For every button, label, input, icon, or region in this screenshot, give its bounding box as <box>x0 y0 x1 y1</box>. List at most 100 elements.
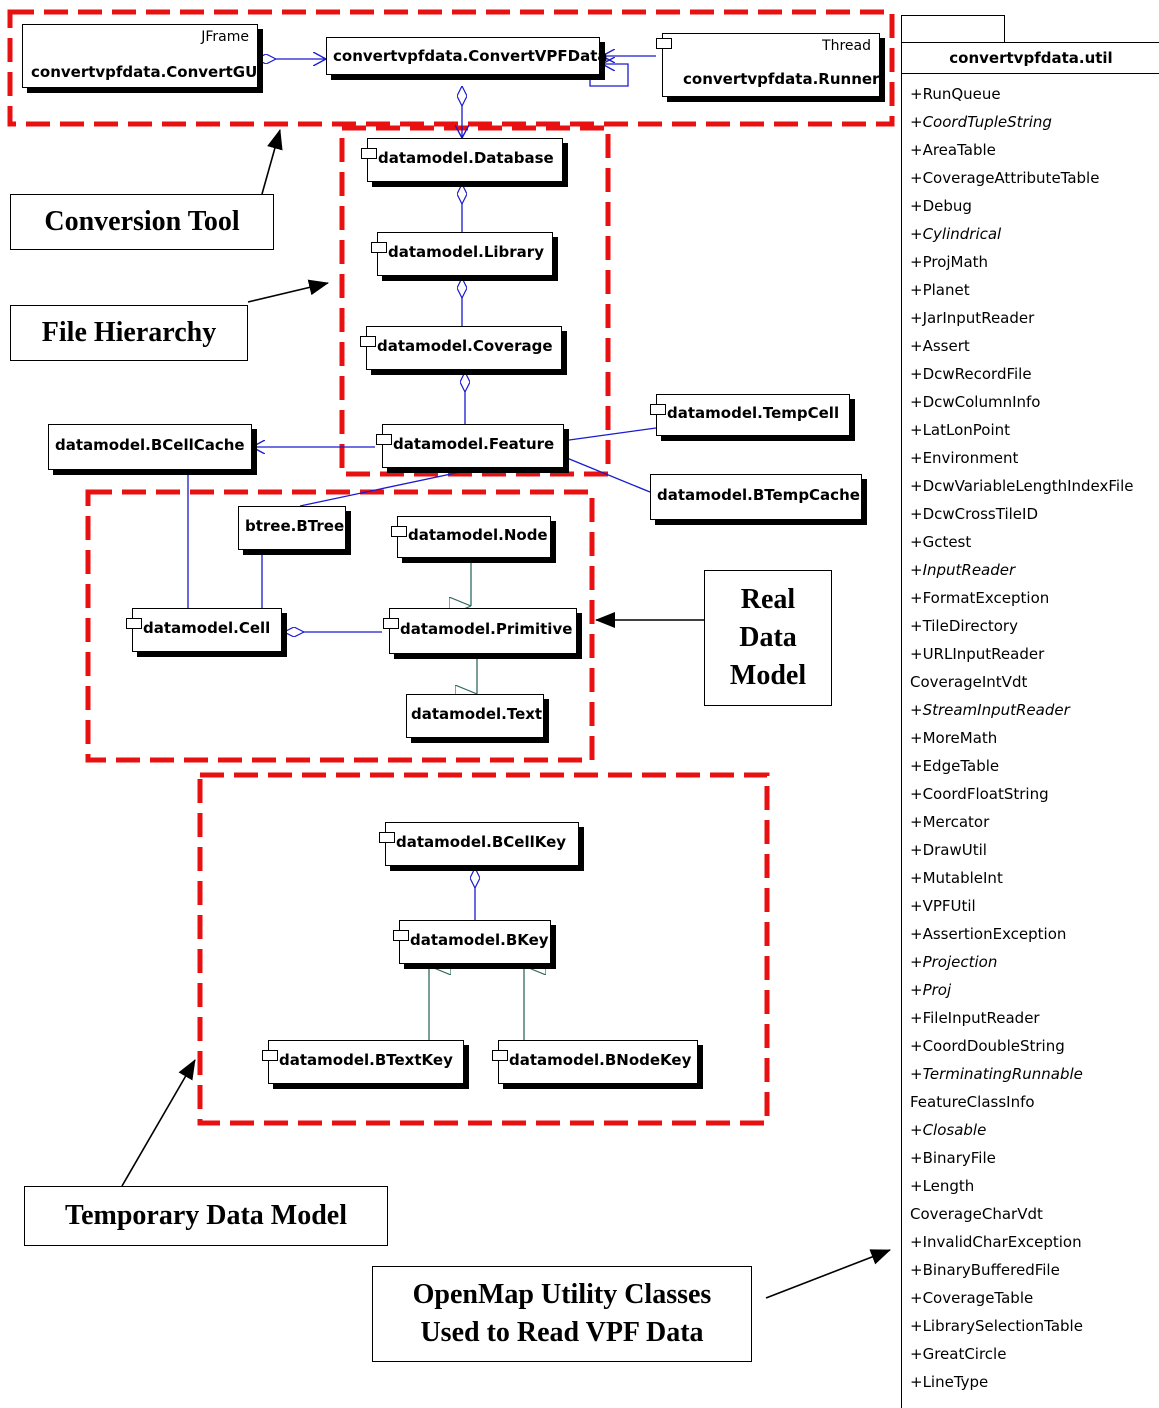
package-item[interactable]: +CoordDoubleString <box>910 1037 1065 1055</box>
class-name: datamodel.Feature <box>393 435 555 453</box>
class-name: datamodel.Cell <box>143 619 271 637</box>
class-name: datamodel.TempCell <box>667 404 840 422</box>
package-item[interactable]: +Closable <box>910 1121 987 1139</box>
package-item[interactable]: +AssertionException <box>910 925 1067 943</box>
class-runner[interactable]: Thread convertvpfdata.Runner <box>656 33 880 97</box>
package-item[interactable]: +LibrarySelectionTable <box>910 1317 1083 1335</box>
class-bkey[interactable]: datamodel.BKey <box>393 920 551 964</box>
class-library[interactable]: datamodel.Library <box>371 232 553 276</box>
package-item[interactable]: +AreaTable <box>910 141 996 159</box>
package-item[interactable]: +CoordFloatString <box>910 785 1049 803</box>
package-item[interactable]: +LineType <box>910 1373 989 1391</box>
class-node[interactable]: datamodel.Node <box>391 516 551 558</box>
package-item[interactable]: +TerminatingRunnable <box>910 1065 1083 1083</box>
link-feature-btree <box>299 469 471 507</box>
package-item[interactable]: +RunQueue <box>910 85 1001 103</box>
class-name: datamodel.Node <box>408 526 548 544</box>
package-item[interactable]: +CoordTupleString <box>910 113 1052 131</box>
package-item[interactable]: +Projection <box>910 953 998 971</box>
package-title: convertvpfdata.util <box>902 43 1159 74</box>
package-item[interactable]: +BinaryFile <box>910 1149 996 1167</box>
class-btext-key[interactable]: datamodel.BTextKey <box>262 1040 464 1084</box>
package-util[interactable]: convertvpfdata.util +RunQueue +CoordTuple… <box>901 42 1159 1408</box>
package-item[interactable]: +Proj <box>910 981 952 999</box>
arrow-temporary-data-model <box>121 1059 196 1187</box>
callout-line: OpenMap Utility Classes <box>412 1279 712 1311</box>
package-item[interactable]: +Length <box>910 1177 975 1195</box>
package-item[interactable]: +CoverageAttributeTable <box>910 169 1100 187</box>
arrow-utility-classes <box>765 1249 891 1299</box>
component-icon <box>262 1050 278 1061</box>
package-item[interactable]: +Gctest <box>910 533 972 551</box>
class-stereotype: JFrame <box>201 29 249 45</box>
package-item[interactable]: +Debug <box>910 197 972 215</box>
class-cell[interactable]: datamodel.Cell <box>126 608 282 652</box>
class-btemp-cache[interactable]: datamodel.BTempCache <box>650 474 862 520</box>
package-item[interactable]: +DcwRecordFile <box>910 365 1032 383</box>
package-item[interactable]: +DcwColumnInfo <box>910 393 1041 411</box>
component-icon <box>371 242 387 253</box>
package-item[interactable]: +DcwCrossTileID <box>910 505 1038 523</box>
callout-temporary-data-model: Temporary Data Model <box>24 1186 388 1246</box>
package-item[interactable]: +Environment <box>910 449 1019 467</box>
package-item[interactable]: CoverageIntVdt <box>910 673 1028 691</box>
package-item[interactable]: +InputReader <box>910 561 1016 579</box>
package-item[interactable]: +ProjMath <box>910 253 989 271</box>
class-temp-cell[interactable]: datamodel.TempCell <box>650 394 850 436</box>
class-name: datamodel.BKey <box>410 931 549 949</box>
class-name: btree.BTree <box>245 517 345 535</box>
class-name: datamodel.Text <box>411 705 543 723</box>
package-item[interactable]: +EdgeTable <box>910 757 1000 775</box>
package-item[interactable]: +InvalidCharException <box>910 1233 1082 1251</box>
class-name: datamodel.BTextKey <box>279 1051 453 1069</box>
class-primitive[interactable]: datamodel.Primitive <box>383 608 577 654</box>
package-item[interactable]: +MoreMath <box>910 729 998 747</box>
class-btree[interactable]: btree.BTree <box>238 506 346 550</box>
callout-utility-classes: OpenMap Utility Classes Used to Read VPF… <box>372 1266 752 1362</box>
component-icon <box>379 832 395 843</box>
class-database[interactable]: datamodel.Database <box>361 138 563 182</box>
package-item[interactable]: +Planet <box>910 281 970 299</box>
arrow-conversion-tool <box>261 129 283 195</box>
package-item[interactable]: +VPFUtil <box>910 897 976 915</box>
package-item[interactable]: +FormatException <box>910 589 1050 607</box>
class-bcell-key[interactable]: datamodel.BCellKey <box>379 822 579 866</box>
class-name: convertvpfdata.ConvertVPFData <box>333 47 608 65</box>
class-name: datamodel.BNodeKey <box>509 1051 692 1069</box>
callout-line: Real <box>740 584 796 616</box>
package-item[interactable]: +StreamInputReader <box>910 701 1070 719</box>
arrow-file-hierarchy <box>247 279 329 303</box>
link-feature-btempcache <box>561 455 651 493</box>
component-icon <box>126 618 142 629</box>
package-tab <box>901 15 1005 43</box>
package-item[interactable]: +TileDirectory <box>910 617 1018 635</box>
package-item[interactable]: CoverageCharVdt <box>910 1205 1043 1223</box>
class-text[interactable]: datamodel.Text <box>406 694 544 738</box>
package-item[interactable]: FeatureClassInfo <box>910 1093 1035 1111</box>
package-item[interactable]: +BinaryBufferedFile <box>910 1261 1060 1279</box>
package-item[interactable]: +JarInputReader <box>910 309 1035 327</box>
package-item[interactable]: +URLInputReader <box>910 645 1045 663</box>
package-item[interactable]: +LatLonPoint <box>910 421 1011 439</box>
class-bcell-cache[interactable]: datamodel.BCellCache <box>48 424 252 470</box>
package-item[interactable]: +Mercator <box>910 813 990 831</box>
class-coverage[interactable]: datamodel.Coverage <box>360 326 562 370</box>
class-name: datamodel.Database <box>378 149 554 167</box>
class-name: datamodel.Coverage <box>377 337 553 355</box>
package-item[interactable]: +DrawUtil <box>910 841 987 859</box>
class-convert-vpf-data[interactable]: convertvpfdata.ConvertVPFData <box>326 37 608 75</box>
class-feature[interactable]: datamodel.Feature <box>376 424 564 468</box>
class-convert-gui[interactable]: JFrame convertvpfdata.ConvertGUI <box>22 24 263 88</box>
package-item[interactable]: +MutableInt <box>910 869 1003 887</box>
package-item[interactable]: +FileInputReader <box>910 1009 1040 1027</box>
class-bnode-key[interactable]: datamodel.BNodeKey <box>492 1040 698 1084</box>
package-item[interactable]: +Assert <box>910 337 970 355</box>
package-item[interactable]: +CoverageTable <box>910 1289 1034 1307</box>
package-item[interactable]: +Cylindrical <box>910 225 1002 243</box>
group-temporary-data-model <box>197 772 770 1126</box>
package-item[interactable]: +DcwVariableLengthIndexFile <box>910 477 1134 495</box>
group-real-data-model <box>85 489 595 763</box>
class-name: datamodel.BCellKey <box>396 833 567 851</box>
package-item[interactable]: +GreatCircle <box>910 1345 1007 1363</box>
callout-line: Used to Read VPF Data <box>420 1317 704 1348</box>
